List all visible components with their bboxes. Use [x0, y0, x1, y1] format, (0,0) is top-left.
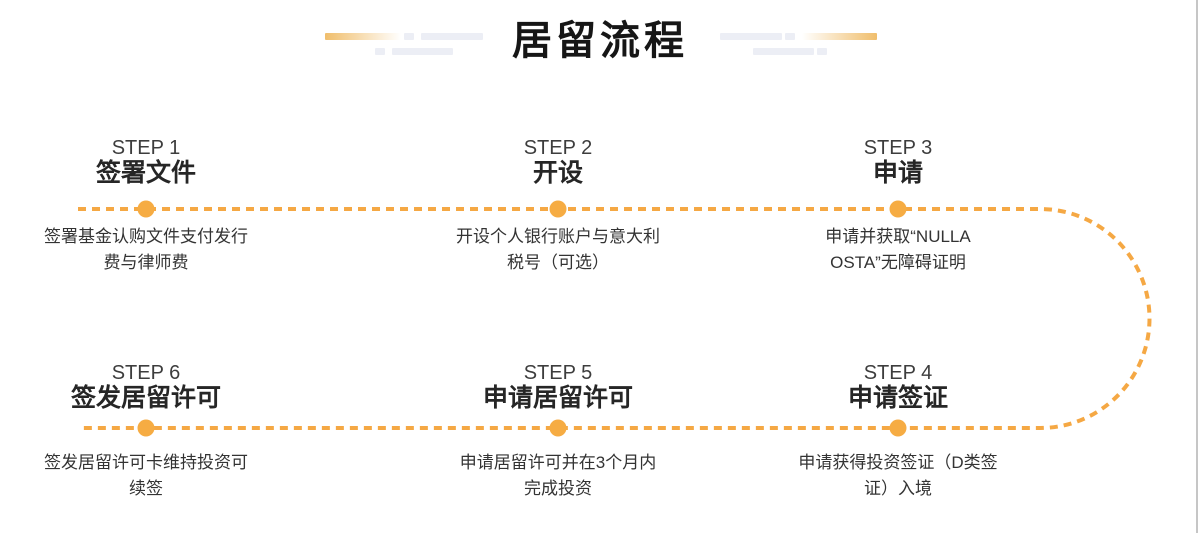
step-4-description: 申请获得投资签证（D类签 证）入境	[778, 450, 1018, 502]
step-node-6	[137, 419, 155, 437]
step-3-desc-line: OSTA”无障碍证明	[830, 253, 966, 272]
step-2-desc-line: 税号（可选）	[507, 253, 609, 272]
decor-gray-square	[785, 33, 795, 40]
step-2-header: STEP 2 开设	[438, 138, 678, 187]
step-5-title: 申请居留许可	[482, 384, 633, 412]
step-6-desc-line: 续签	[129, 479, 163, 498]
step-6-label: STEP 6	[111, 362, 181, 384]
step-5-desc-line: 完成投资	[524, 479, 592, 498]
step-1-description: 签署基金认购文件支付发行 费与律师费	[26, 224, 266, 276]
step-1-desc-line: 费与律师费	[103, 253, 189, 272]
step-4-header: STEP 4 申请签证	[778, 363, 1018, 412]
step-node-4	[889, 419, 907, 437]
step-2-title: 开设	[532, 159, 583, 187]
step-5-description: 申请居留许可并在3个月内 完成投资	[438, 450, 678, 502]
step-3-description: 申请并获取“NULLA OSTA”无障碍证明	[778, 224, 1018, 276]
step-2-desc-line: 开设个人银行账户与意大利	[456, 227, 660, 246]
decor-gray-bar	[421, 33, 483, 40]
step-node-3	[889, 200, 907, 218]
step-5-label: STEP 5	[523, 362, 593, 384]
step-6-header: STEP 6 签发居留许可	[26, 363, 266, 412]
step-2-label: STEP 2	[523, 137, 593, 159]
step-6-title: 签发居留许可	[70, 384, 221, 412]
step-3-desc-line: 申请并获取“NULLA	[825, 227, 971, 246]
step-3-label: STEP 3	[863, 137, 933, 159]
step-6-description: 签发居留许可卡维持投资可 续签	[26, 450, 266, 502]
step-1-desc-line: 签署基金认购文件支付发行	[44, 227, 248, 246]
decor-gold-bar-left	[325, 33, 401, 40]
step-4-title: 申请签证	[847, 384, 948, 412]
page-title: 居留流程	[512, 19, 688, 63]
decor-gold-bar-right	[802, 33, 877, 40]
step-4-label: STEP 4	[863, 362, 933, 384]
decor-gray-square	[817, 48, 827, 55]
step-5-header: STEP 5 申请居留许可	[438, 363, 678, 412]
step-1-header: STEP 1 签署文件	[26, 138, 266, 187]
step-4-desc-line: 申请获得投资签证（D类签	[798, 453, 998, 472]
step-4-desc-line: 证）入境	[864, 479, 932, 498]
step-3-header: STEP 3 申请	[778, 138, 1018, 187]
decor-gray-square	[404, 33, 414, 40]
step-3-title: 申请	[872, 159, 923, 187]
step-1-title: 签署文件	[95, 159, 196, 187]
step-6-desc-line: 签发居留许可卡维持投资可	[44, 453, 248, 472]
decor-gray-bar	[720, 33, 782, 40]
right-edge-border	[1196, 0, 1198, 533]
decor-gray-bar	[392, 48, 453, 55]
decor-gray-bar	[753, 48, 814, 55]
step-node-1	[137, 200, 155, 218]
decor-gray-square	[375, 48, 385, 55]
step-node-2	[549, 200, 567, 218]
step-1-label: STEP 1	[111, 137, 181, 159]
step-node-5	[549, 419, 567, 437]
step-5-desc-line: 申请居留许可并在3个月内	[459, 453, 657, 472]
step-2-description: 开设个人银行账户与意大利 税号（可选）	[438, 224, 678, 276]
